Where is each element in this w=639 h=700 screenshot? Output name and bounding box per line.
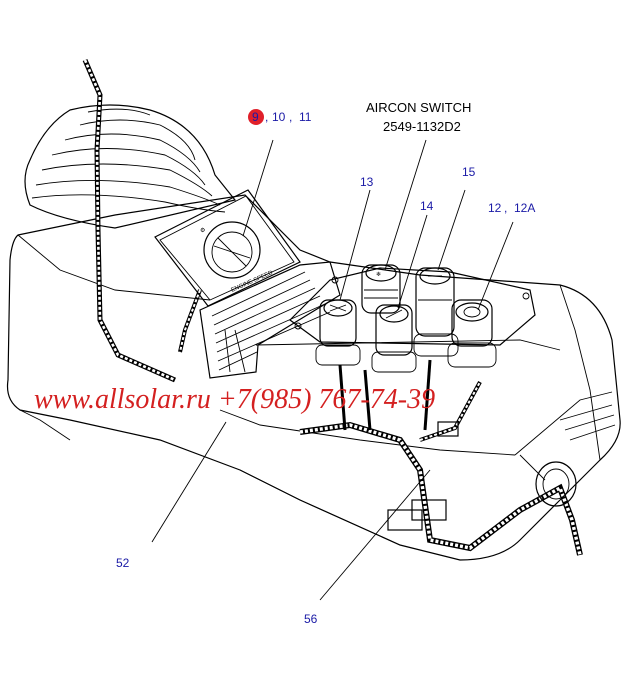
leader-lines xyxy=(151,139,514,601)
engine-speed-label: ENGINE SPEED xyxy=(230,270,274,294)
switch-13 xyxy=(315,299,361,366)
watermark-text: www.allsolar.ru +7(985) 767-74-39 xyxy=(34,384,435,415)
aircon-symbol: ❄ xyxy=(376,271,381,278)
callout-56: 56 xyxy=(304,612,318,626)
callout-9-highlight xyxy=(248,109,264,125)
callout-52: 52 xyxy=(116,556,130,570)
console-body xyxy=(6,194,621,561)
lever-boot xyxy=(24,104,237,229)
aircon-switch-part-number: 2549-1132D2 xyxy=(383,119,461,134)
throttle-panel: ENGINE SPEED ⚙ xyxy=(154,189,301,307)
callout-14: 14 xyxy=(420,199,434,213)
callout-sep-1: , xyxy=(265,110,268,124)
aircon-switch-title: AIRCON SWITCH xyxy=(366,100,471,115)
switch-aircon: ❄ xyxy=(361,264,401,314)
switch-15 xyxy=(413,267,459,357)
switch-14 xyxy=(371,304,417,373)
callout-12a: 12A xyxy=(514,201,535,215)
callout-15: 15 xyxy=(462,165,476,179)
callout-11: 11 xyxy=(299,110,312,124)
callouts: 9 , 10 , 11 AIRCON SWITCH 2549-1132D2 13… xyxy=(116,100,535,626)
accordion-cover xyxy=(199,261,341,379)
panel-symbol: ⚙ xyxy=(200,227,205,234)
switch-12 xyxy=(447,299,497,368)
callout-10: 10 xyxy=(272,110,286,124)
callout-13: 13 xyxy=(360,175,374,189)
grommet xyxy=(535,461,577,507)
callout-9: 9 xyxy=(252,110,259,124)
wiring-harness xyxy=(82,59,583,556)
callout-sep-3: , xyxy=(504,201,507,215)
callout-12: 12 xyxy=(488,201,502,215)
callout-sep-2: , xyxy=(289,110,292,124)
